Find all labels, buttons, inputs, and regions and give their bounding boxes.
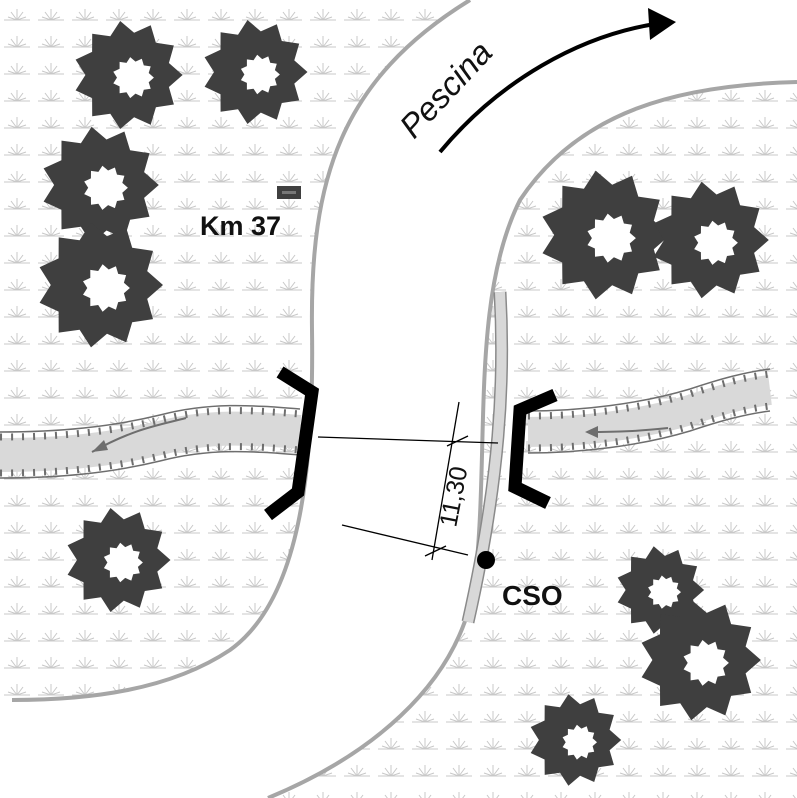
left-tributary-ditch <box>0 404 302 479</box>
tree-canopy-highlight <box>648 575 681 609</box>
right-river-bank <box>267 80 797 798</box>
tree-canopy-highlight <box>240 54 280 95</box>
tree-canopy-highlight <box>694 220 738 265</box>
tree-canopy-highlight <box>562 724 597 760</box>
tree-canopy-highlight <box>683 640 729 686</box>
right-culvert-outlet <box>508 389 558 509</box>
left-culvert-outlet <box>264 366 320 521</box>
river-name-label: Pescina <box>392 34 499 145</box>
tree-canopy-highlight <box>84 165 128 210</box>
river-flow-arrow <box>438 22 656 154</box>
tree-canopy-highlight <box>587 213 636 263</box>
cso-outfall-point <box>477 551 495 569</box>
dimension-line <box>317 401 499 561</box>
tree-canopy-highlight <box>113 57 154 99</box>
dimension-label: 11,30 <box>434 464 473 529</box>
right-tributary-ditch <box>527 368 772 454</box>
km-marker-label: Km 37 <box>200 211 281 241</box>
tree-canopy-highlight <box>103 542 143 583</box>
outfall-label: CSO <box>502 580 563 611</box>
tree-group <box>39 20 769 786</box>
tree-canopy-highlight <box>83 264 130 312</box>
